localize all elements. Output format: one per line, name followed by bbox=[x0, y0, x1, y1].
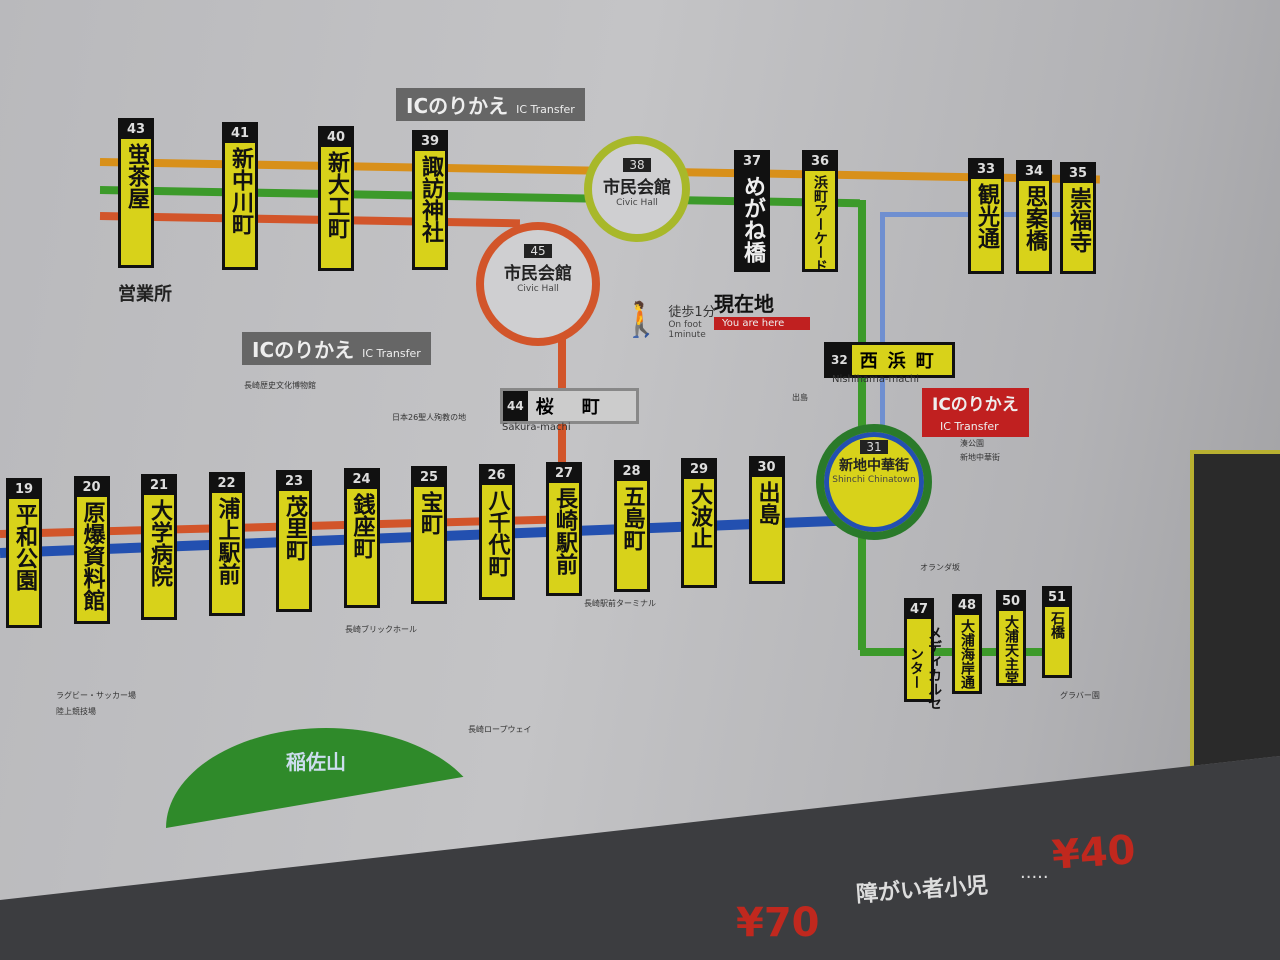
landmark-terminal: 長崎駅前ターミナル bbox=[584, 599, 656, 608]
lightblue-line-south bbox=[880, 212, 885, 442]
station-44-english-name: Sakura-machi bbox=[502, 422, 571, 433]
fare-dots: ..... bbox=[1020, 862, 1049, 883]
pedestrian-icon: 🚶 bbox=[620, 300, 663, 340]
landmark-museum: 長崎歴史文化博物館 bbox=[244, 381, 316, 390]
landmark-minato-park: 湊公園 bbox=[960, 439, 984, 448]
landmark-stadium: 陸上競技場 bbox=[56, 707, 96, 716]
fare-adult-price: ¥70 bbox=[736, 900, 820, 946]
station-32-english-name: Nishihama-machi bbox=[832, 374, 920, 385]
right-side-panel bbox=[1190, 450, 1280, 876]
depot-label: 営業所 bbox=[118, 284, 172, 305]
landmark-brick-hall: 長崎ブリックホール bbox=[345, 625, 417, 634]
fare-child-label: 障がい者小児 bbox=[855, 873, 989, 908]
mount-inasa bbox=[166, 728, 486, 828]
landmark-rugby: ラグビー・サッカー場 bbox=[56, 691, 136, 700]
you-are-here: 現在地 You are here bbox=[714, 288, 810, 330]
landmark-26-martyrs: 日本26聖人殉教の地 bbox=[392, 413, 467, 422]
fare-child-price: ¥40 bbox=[1050, 827, 1138, 879]
landmark-dejima: 出島 bbox=[792, 393, 808, 402]
mount-inasa-label: 稲佐山 bbox=[286, 750, 346, 774]
landmark-ropeway: 長崎ロープウェイ bbox=[468, 725, 532, 734]
landmark-glover-garden: グラバー園 bbox=[1060, 691, 1100, 700]
landmark-chinatown: 新地中華街 bbox=[960, 453, 1000, 462]
landmark-oranda-zaka: オランダ坂 bbox=[920, 563, 960, 572]
red-line bbox=[99, 212, 521, 228]
